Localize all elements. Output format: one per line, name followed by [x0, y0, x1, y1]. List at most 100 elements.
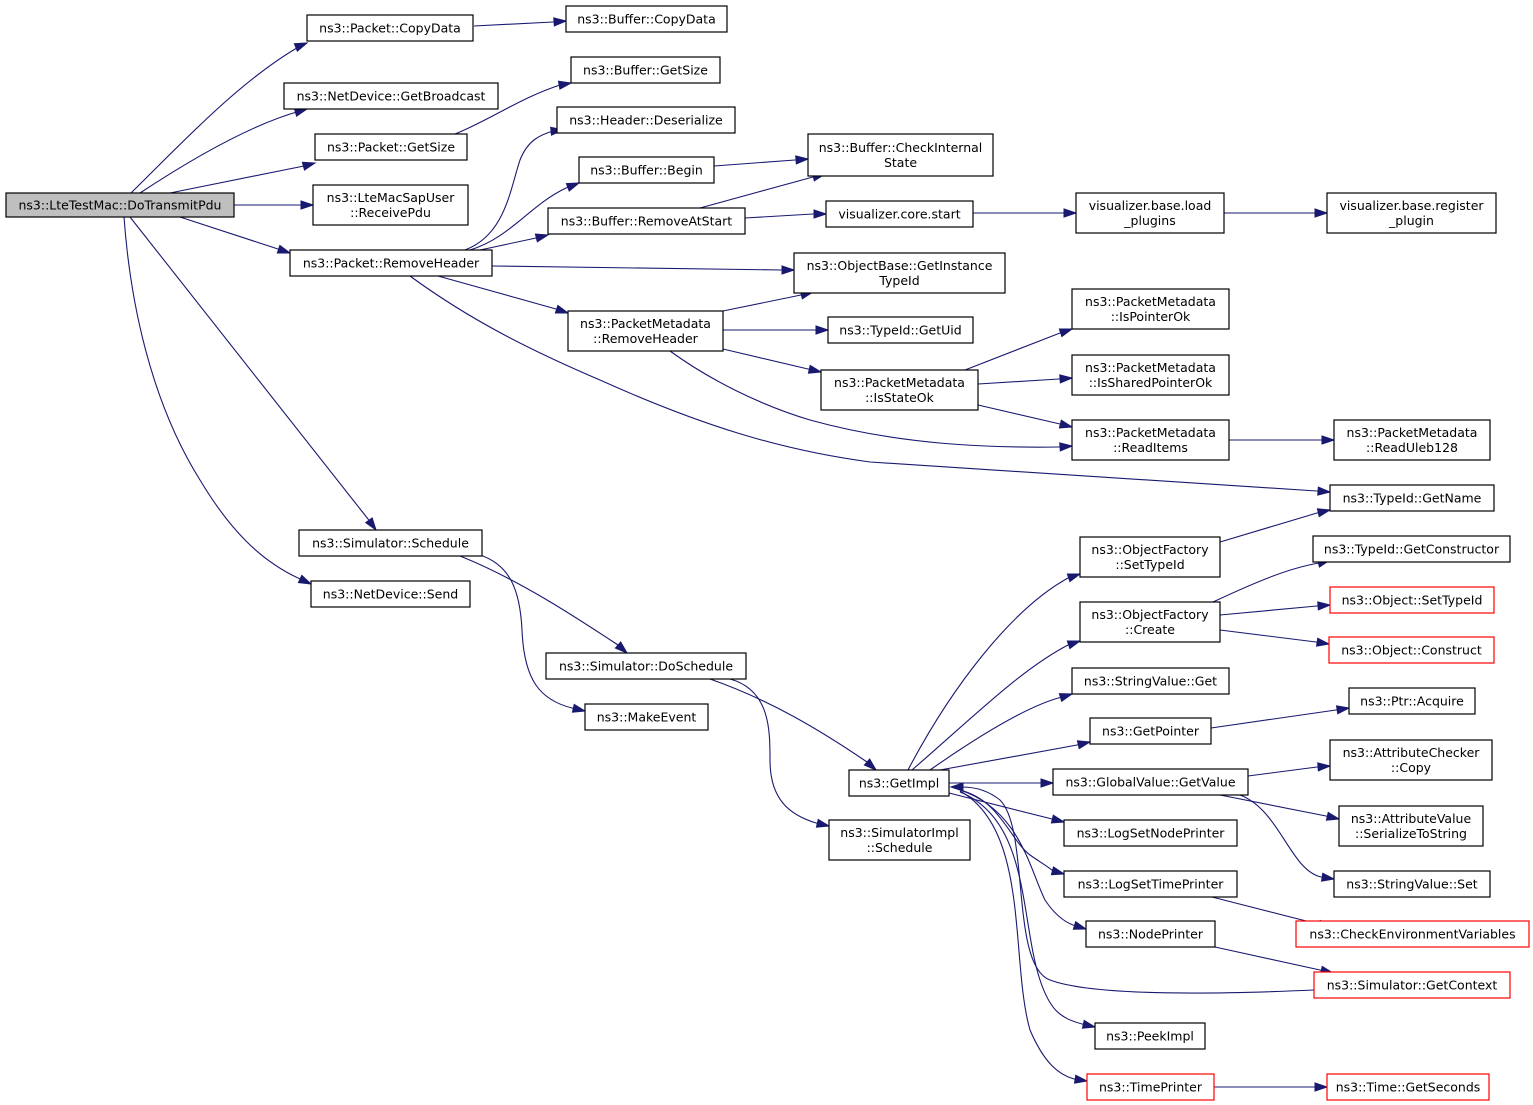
- node-vis_load_plugins[interactable]: visualizer.base.load_plugins: [1075, 192, 1225, 234]
- node-box-pm_removeheader[interactable]: [567, 310, 724, 352]
- node-box-root[interactable]: [5, 192, 235, 218]
- node-obj_settypeid[interactable]: ns3::Object::SetTypeId: [1329, 586, 1495, 614]
- node-of_create[interactable]: ns3::ObjectFactory::Create: [1079, 601, 1221, 643]
- node-sim_getcontext[interactable]: ns3::Simulator::GetContext: [1313, 971, 1511, 999]
- node-box-hdr_deserialize[interactable]: [556, 106, 736, 134]
- node-simimpl_schedule[interactable]: ns3::SimulatorImpl::Schedule: [828, 819, 971, 861]
- node-box-time_getseconds[interactable]: [1326, 1073, 1490, 1101]
- node-box-typeid_getconstructor[interactable]: [1312, 535, 1511, 563]
- node-box-obj_settypeid[interactable]: [1329, 586, 1495, 614]
- node-box-peekimpl[interactable]: [1094, 1022, 1206, 1050]
- node-box-nd_getbroadcast[interactable]: [283, 82, 499, 110]
- node-box-pm_issharedpointerok[interactable]: [1071, 354, 1230, 396]
- node-box-gv_getvalue[interactable]: [1052, 768, 1249, 796]
- node-pkt_getsize[interactable]: ns3::Packet::GetSize: [314, 133, 468, 161]
- node-box-vis_core_start[interactable]: [825, 200, 974, 228]
- node-box-getimpl[interactable]: [848, 769, 950, 797]
- node-box-simimpl_schedule[interactable]: [828, 819, 971, 861]
- node-pm_ispointerok[interactable]: ns3::PacketMetadata::IsPointerOk: [1071, 288, 1230, 330]
- node-box-vis_register_plugin[interactable]: [1326, 192, 1497, 234]
- node-box-getpointer[interactable]: [1089, 717, 1212, 745]
- node-buf_copydata[interactable]: ns3::Buffer::CopyData: [565, 5, 728, 33]
- node-getimpl[interactable]: ns3::GetImpl: [848, 769, 950, 797]
- node-box-buf_begin[interactable]: [578, 156, 715, 184]
- node-box-of_settypeid[interactable]: [1079, 536, 1221, 578]
- node-box-buf_removeatstart[interactable]: [547, 207, 746, 235]
- node-box-logsetnodeprinter[interactable]: [1063, 819, 1238, 847]
- node-buf_getsize[interactable]: ns3::Buffer::GetSize: [570, 56, 721, 84]
- node-attrchecker_copy[interactable]: ns3::AttributeChecker::Copy: [1329, 739, 1493, 781]
- node-typeid_getuid[interactable]: ns3::TypeId::GetUid: [827, 316, 974, 344]
- node-checkenv[interactable]: ns3::CheckEnvironmentVariables: [1295, 920, 1530, 948]
- node-ltemacsap[interactable]: ns3::LteMacSapUser::ReceivePdu: [312, 184, 469, 226]
- node-box-pm_ispointerok[interactable]: [1071, 288, 1230, 330]
- node-sim_doschedule[interactable]: ns3::Simulator::DoSchedule: [545, 652, 747, 680]
- node-ptr_acquire[interactable]: ns3::Ptr::Acquire: [1348, 687, 1476, 715]
- node-box-makeevent[interactable]: [584, 703, 709, 731]
- node-box-sv_set[interactable]: [1333, 870, 1491, 898]
- node-box-objbase_getinstance[interactable]: [793, 252, 1006, 294]
- node-hdr_deserialize[interactable]: ns3::Header::Deserialize: [556, 106, 736, 134]
- node-box-typeid_getname[interactable]: [1329, 484, 1495, 512]
- node-logsettimeprinter[interactable]: ns3::LogSetTimePrinter: [1063, 870, 1238, 898]
- node-nodeprinter[interactable]: ns3::NodePrinter: [1085, 920, 1216, 948]
- node-typeid_getname[interactable]: ns3::TypeId::GetName: [1329, 484, 1495, 512]
- node-pm_readuleb128[interactable]: ns3::PacketMetadata::ReadUleb128: [1333, 419, 1491, 461]
- node-sim_schedule[interactable]: ns3::Simulator::Schedule: [298, 529, 483, 557]
- node-logsetnodeprinter[interactable]: ns3::LogSetNodePrinter: [1063, 819, 1238, 847]
- node-box-vis_load_plugins[interactable]: [1075, 192, 1225, 234]
- node-pkt_copydata[interactable]: ns3::Packet::CopyData: [306, 14, 474, 42]
- node-obj_construct[interactable]: ns3::Object::Construct: [1328, 636, 1495, 664]
- node-nd_send[interactable]: ns3::NetDevice::Send: [310, 580, 471, 608]
- node-vis_core_start[interactable]: visualizer.core.start: [825, 200, 974, 228]
- node-nd_getbroadcast[interactable]: ns3::NetDevice::GetBroadcast: [283, 82, 499, 110]
- node-box-typeid_getuid[interactable]: [827, 316, 974, 344]
- node-box-pkt_removeheader[interactable]: [289, 249, 493, 277]
- node-box-buf_copydata[interactable]: [565, 5, 728, 33]
- node-box-pkt_copydata[interactable]: [306, 14, 474, 42]
- node-box-attrchecker_copy[interactable]: [1329, 739, 1493, 781]
- node-box-sim_getcontext[interactable]: [1313, 971, 1511, 999]
- node-timeprinter[interactable]: ns3::TimePrinter: [1086, 1073, 1215, 1101]
- node-box-nodeprinter[interactable]: [1085, 920, 1216, 948]
- node-box-logsettimeprinter[interactable]: [1063, 870, 1238, 898]
- node-box-sv_get[interactable]: [1071, 667, 1230, 695]
- node-sv_set[interactable]: ns3::StringValue::Set: [1333, 870, 1491, 898]
- node-pm_removeheader[interactable]: ns3::PacketMetadata::RemoveHeader: [567, 310, 724, 352]
- node-pm_issharedpointerok[interactable]: ns3::PacketMetadata::IsSharedPointerOk: [1071, 354, 1230, 396]
- node-box-ltemacsap[interactable]: [312, 184, 469, 226]
- node-box-sim_schedule[interactable]: [298, 529, 483, 557]
- node-attrvalue_serialize[interactable]: ns3::AttributeValue::SerializeToString: [1338, 805, 1484, 847]
- node-box-pm_readuleb128[interactable]: [1333, 419, 1491, 461]
- node-peekimpl[interactable]: ns3::PeekImpl: [1094, 1022, 1206, 1050]
- node-pm_readitems[interactable]: ns3::PacketMetadata::ReadItems: [1071, 419, 1230, 461]
- node-box-timeprinter[interactable]: [1086, 1073, 1215, 1101]
- node-buf_removeatstart[interactable]: ns3::Buffer::RemoveAtStart: [547, 207, 746, 235]
- node-root[interactable]: ns3::LteTestMac::DoTransmitPdu: [5, 192, 235, 218]
- node-box-buf_getsize[interactable]: [570, 56, 721, 84]
- node-pm_isstateok[interactable]: ns3::PacketMetadata::IsStateOk: [820, 369, 979, 411]
- node-box-attrvalue_serialize[interactable]: [1338, 805, 1484, 847]
- node-box-ptr_acquire[interactable]: [1348, 687, 1476, 715]
- node-getpointer[interactable]: ns3::GetPointer: [1089, 717, 1212, 745]
- node-typeid_getconstructor[interactable]: ns3::TypeId::GetConstructor: [1312, 535, 1511, 563]
- node-makeevent[interactable]: ns3::MakeEvent: [584, 703, 709, 731]
- node-box-obj_construct[interactable]: [1328, 636, 1495, 664]
- node-box-of_create[interactable]: [1079, 601, 1221, 643]
- node-of_settypeid[interactable]: ns3::ObjectFactory::SetTypeId: [1079, 536, 1221, 578]
- node-box-pm_isstateok[interactable]: [820, 369, 979, 411]
- node-sv_get[interactable]: ns3::StringValue::Get: [1071, 667, 1230, 695]
- node-pkt_removeheader[interactable]: ns3::Packet::RemoveHeader: [289, 249, 493, 277]
- node-vis_register_plugin[interactable]: visualizer.base.register_plugin: [1326, 192, 1497, 234]
- node-box-nd_send[interactable]: [310, 580, 471, 608]
- node-box-pm_readitems[interactable]: [1071, 419, 1230, 461]
- node-box-sim_doschedule[interactable]: [545, 652, 747, 680]
- node-time_getseconds[interactable]: ns3::Time::GetSeconds: [1326, 1073, 1490, 1101]
- node-gv_getvalue[interactable]: ns3::GlobalValue::GetValue: [1052, 768, 1249, 796]
- node-box-checkenv[interactable]: [1295, 920, 1530, 948]
- node-box-buf_checkinternal[interactable]: [807, 133, 994, 177]
- node-buf_begin[interactable]: ns3::Buffer::Begin: [578, 156, 715, 184]
- node-box-pkt_getsize[interactable]: [314, 133, 468, 161]
